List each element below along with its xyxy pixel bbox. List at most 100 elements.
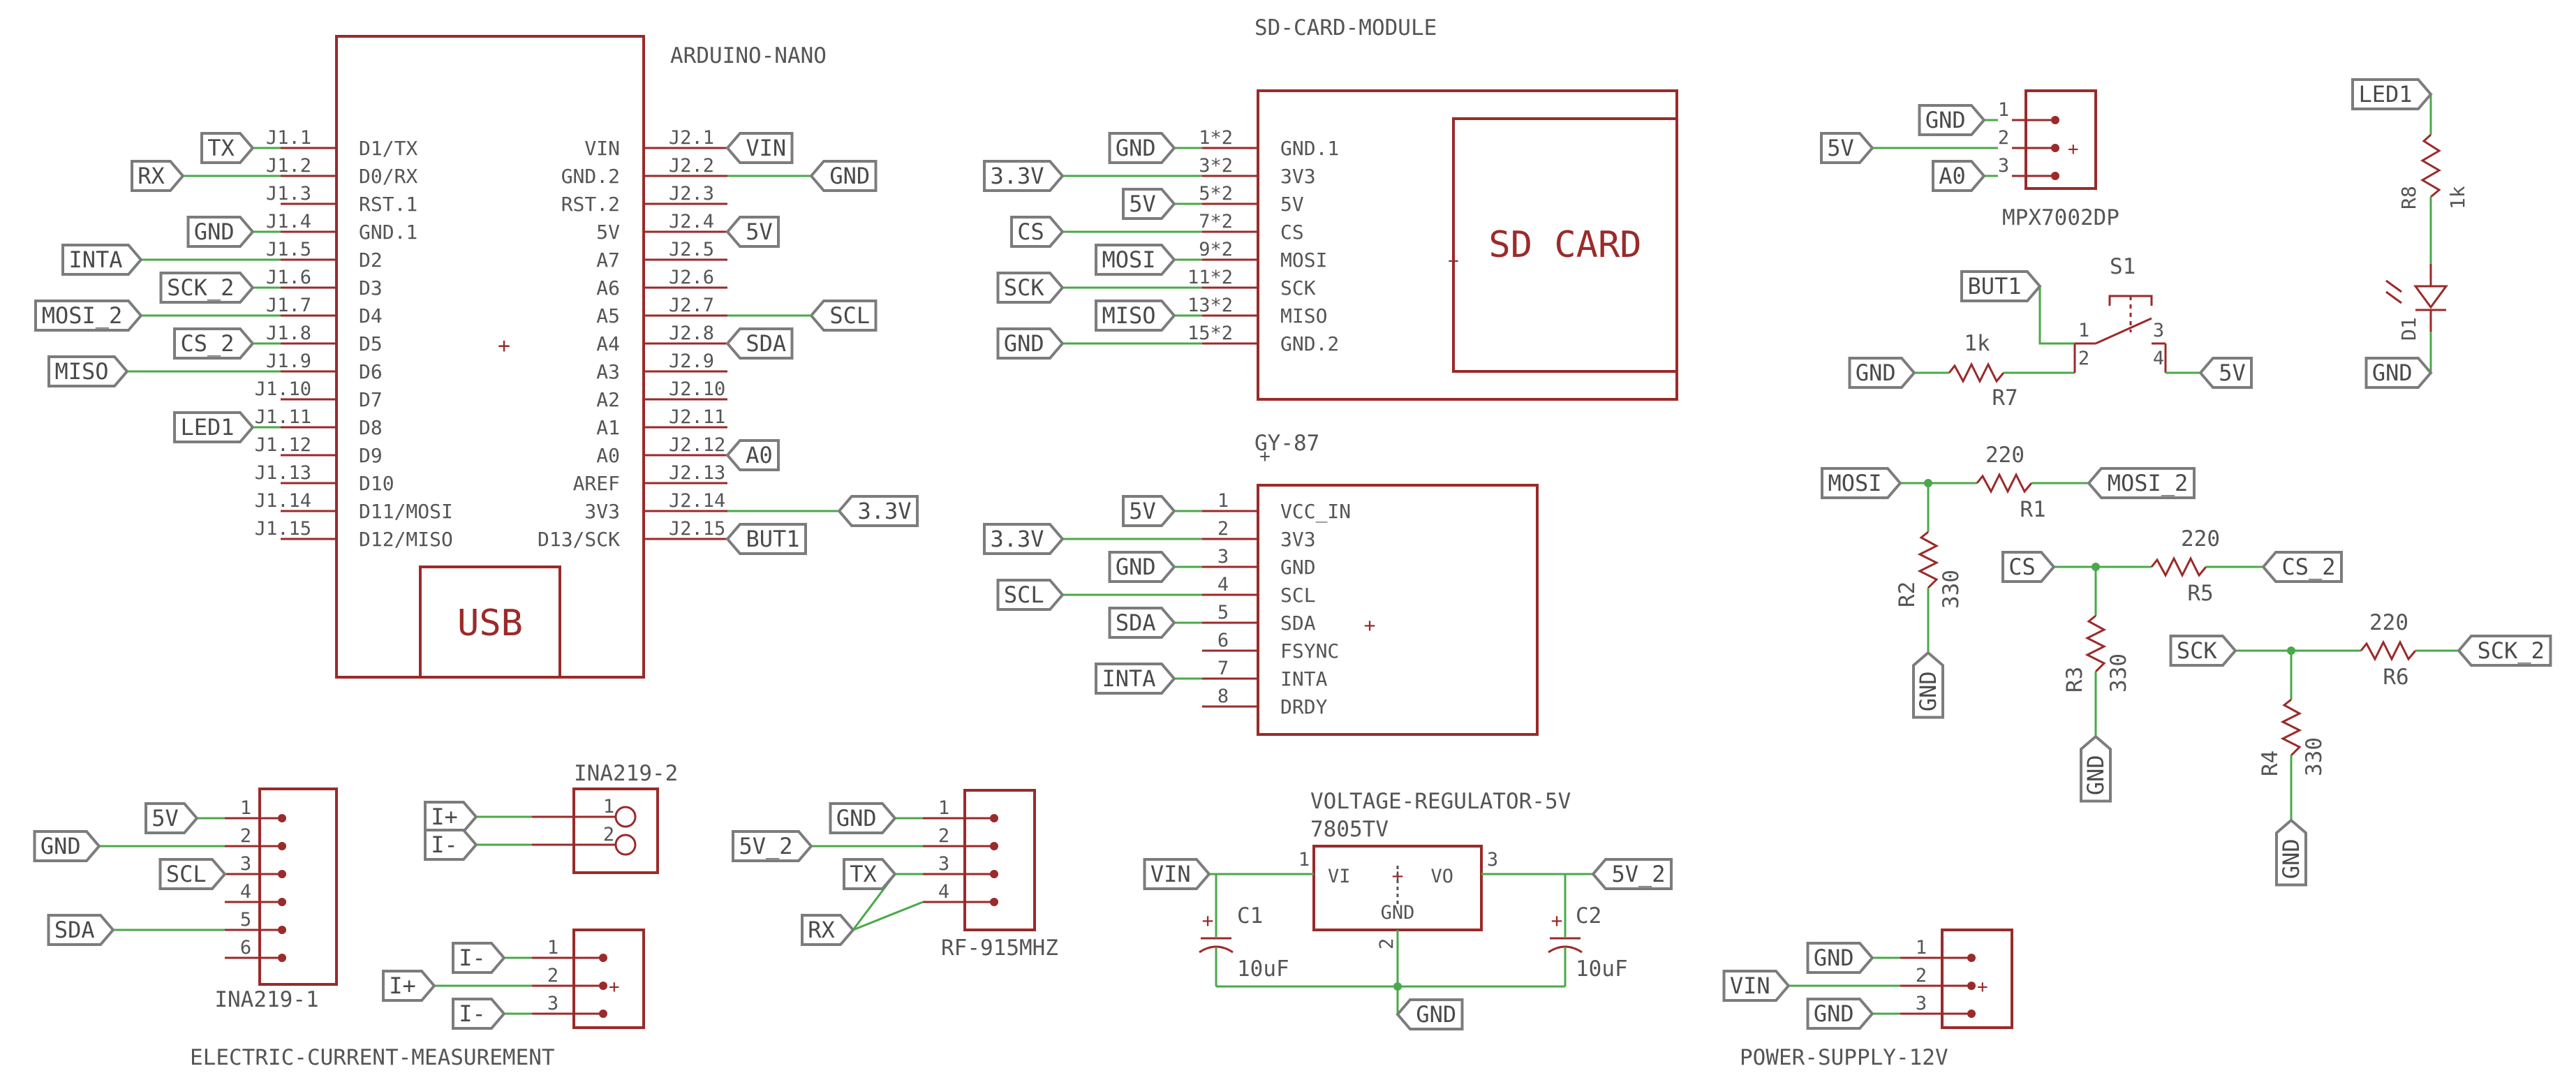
net-flag <box>2080 734 2112 803</box>
net-flag-label: GND <box>1814 1000 1854 1027</box>
net-flag <box>809 160 878 192</box>
net-flag <box>837 495 919 527</box>
pin-number: 4 <box>1217 574 1229 596</box>
pin-dot <box>2051 144 2059 152</box>
net-flag-label: A0 <box>1939 163 1966 189</box>
net-flag <box>1932 160 1986 192</box>
net-flag-label: INTA <box>68 246 122 273</box>
net-flag <box>1820 132 1874 164</box>
pin-number: 2 <box>603 824 614 845</box>
net-flag <box>1806 942 1874 974</box>
pin-name: RST.2 <box>561 193 620 216</box>
pin-number: J2.14 <box>669 490 725 512</box>
net-flag-label: TX <box>207 135 235 161</box>
net-flag <box>1095 244 1176 276</box>
electric-current-measurement[interactable]: ELECTRIC-CURRENT-MEASUREMENT + 123 <box>190 929 645 1070</box>
power-supply-12v[interactable]: POWER-SUPPLY-12V + 123 <box>1740 929 2013 1070</box>
net-flag <box>2261 551 2343 583</box>
net-flag-label: 5V_2 <box>739 833 792 859</box>
net-flag-label: TX <box>850 861 877 887</box>
pin-number: 6 <box>1217 630 1229 651</box>
pin-dot <box>278 926 286 934</box>
usb-label: USB <box>457 602 523 644</box>
ina219-2[interactable]: INA219-2 12 <box>532 761 678 874</box>
voltage-regulator[interactable]: VOLTAGE-REGULATOR-5V 7805TV VI VO GND + … <box>1199 789 1628 1016</box>
pin-number: J2.11 <box>669 406 725 428</box>
terminal <box>614 834 637 856</box>
net-flag <box>2169 635 2237 667</box>
pin-name: A6 <box>596 276 620 300</box>
pin-name: D10 <box>359 472 394 495</box>
net-flag <box>33 830 101 862</box>
led-circuit[interactable]: R8 1k D1 <box>2385 94 2469 373</box>
pin-dot <box>1967 954 1976 962</box>
net-flag-label: VIN <box>1730 973 1770 999</box>
net-flag <box>996 272 1065 304</box>
wire <box>852 901 924 931</box>
net-flag <box>2457 635 2552 667</box>
pin-number: J1.6 <box>266 267 311 288</box>
pin-number: J2.15 <box>669 518 725 540</box>
pin-name: GND.2 <box>1280 332 1339 355</box>
pin-dot <box>278 954 286 962</box>
junction <box>1924 479 1932 487</box>
r4-name: R4 <box>2258 750 2283 776</box>
led-emission-arrow <box>2385 290 2402 304</box>
r8-name: R8 <box>2397 186 2420 209</box>
net-flag <box>725 523 807 555</box>
regulator-pin-gnd: GND <box>1381 902 1415 924</box>
pin-name: 3V3 <box>1280 165 1316 188</box>
net-flag-label: 3.3V <box>990 526 1044 552</box>
net-flag-label: BUT1 <box>746 526 799 552</box>
pin-number: 2 <box>1916 965 1927 986</box>
arduino-right-pins: J2.1VINJ2.2GND.2J2.3RST.2J2.45VJ2.5A7J2.… <box>538 127 727 551</box>
net-flag-label: SCL <box>1004 582 1044 608</box>
pin-name: D1/TX <box>359 137 417 160</box>
net-flag <box>47 914 115 946</box>
level-shifter-dividers[interactable]: 220 R1 R2 330 220 R5 R3 330 220 R6 R4 33… <box>1895 443 2459 820</box>
pin-number: 8 <box>1217 686 1229 707</box>
net-flag-label: GND <box>2082 755 2109 795</box>
pin-number: 2 <box>1217 518 1229 540</box>
mpx-pins: 123 <box>1998 99 2059 180</box>
net-flag <box>2364 357 2433 389</box>
net-flag-label: MISO <box>54 358 108 385</box>
regulator-pin-vo: VO <box>1430 866 1453 887</box>
net-flag <box>2275 818 2307 887</box>
net-flag-label: GND <box>829 163 870 189</box>
pin-number: 5 <box>240 909 251 931</box>
net-flag-label: I+ <box>389 973 416 999</box>
pin-name: GND <box>1280 556 1316 579</box>
pin-number: J2.7 <box>669 295 714 316</box>
pin-name: A2 <box>596 388 620 411</box>
net-flag <box>801 914 855 946</box>
pin-number: 13*2 <box>1187 295 1233 316</box>
net-flag <box>829 802 897 834</box>
net-flag-label: GND <box>1925 107 1966 133</box>
button-circuit[interactable]: 1 2 3 4 S1 1k R7 <box>1914 254 2200 411</box>
net-flag-label: MOSI <box>1828 470 1881 496</box>
net-flag <box>159 272 255 304</box>
net-flag-label: MOSI_2 <box>2108 470 2189 496</box>
net-flag <box>1122 495 1176 527</box>
mpx7002dp-sensor[interactable]: MPX7002DP + 123 <box>1998 89 2119 230</box>
pin-number: 1 <box>1998 99 2009 121</box>
pin-number: 1 <box>1916 937 1927 959</box>
s1-name: S1 <box>2110 254 2135 279</box>
net-flag <box>452 998 506 1030</box>
net-flag <box>996 579 1065 611</box>
net-flag-label: GND <box>836 805 877 831</box>
net-flag-label: GND <box>1004 330 1044 357</box>
pin-name: GND.1 <box>1280 137 1339 160</box>
pin-number: J1.11 <box>255 406 311 428</box>
resistor-r2 <box>1917 531 1939 589</box>
net-flag <box>725 216 780 248</box>
net-flag-label: I- <box>431 831 458 858</box>
pin-number: 11*2 <box>1187 267 1233 288</box>
